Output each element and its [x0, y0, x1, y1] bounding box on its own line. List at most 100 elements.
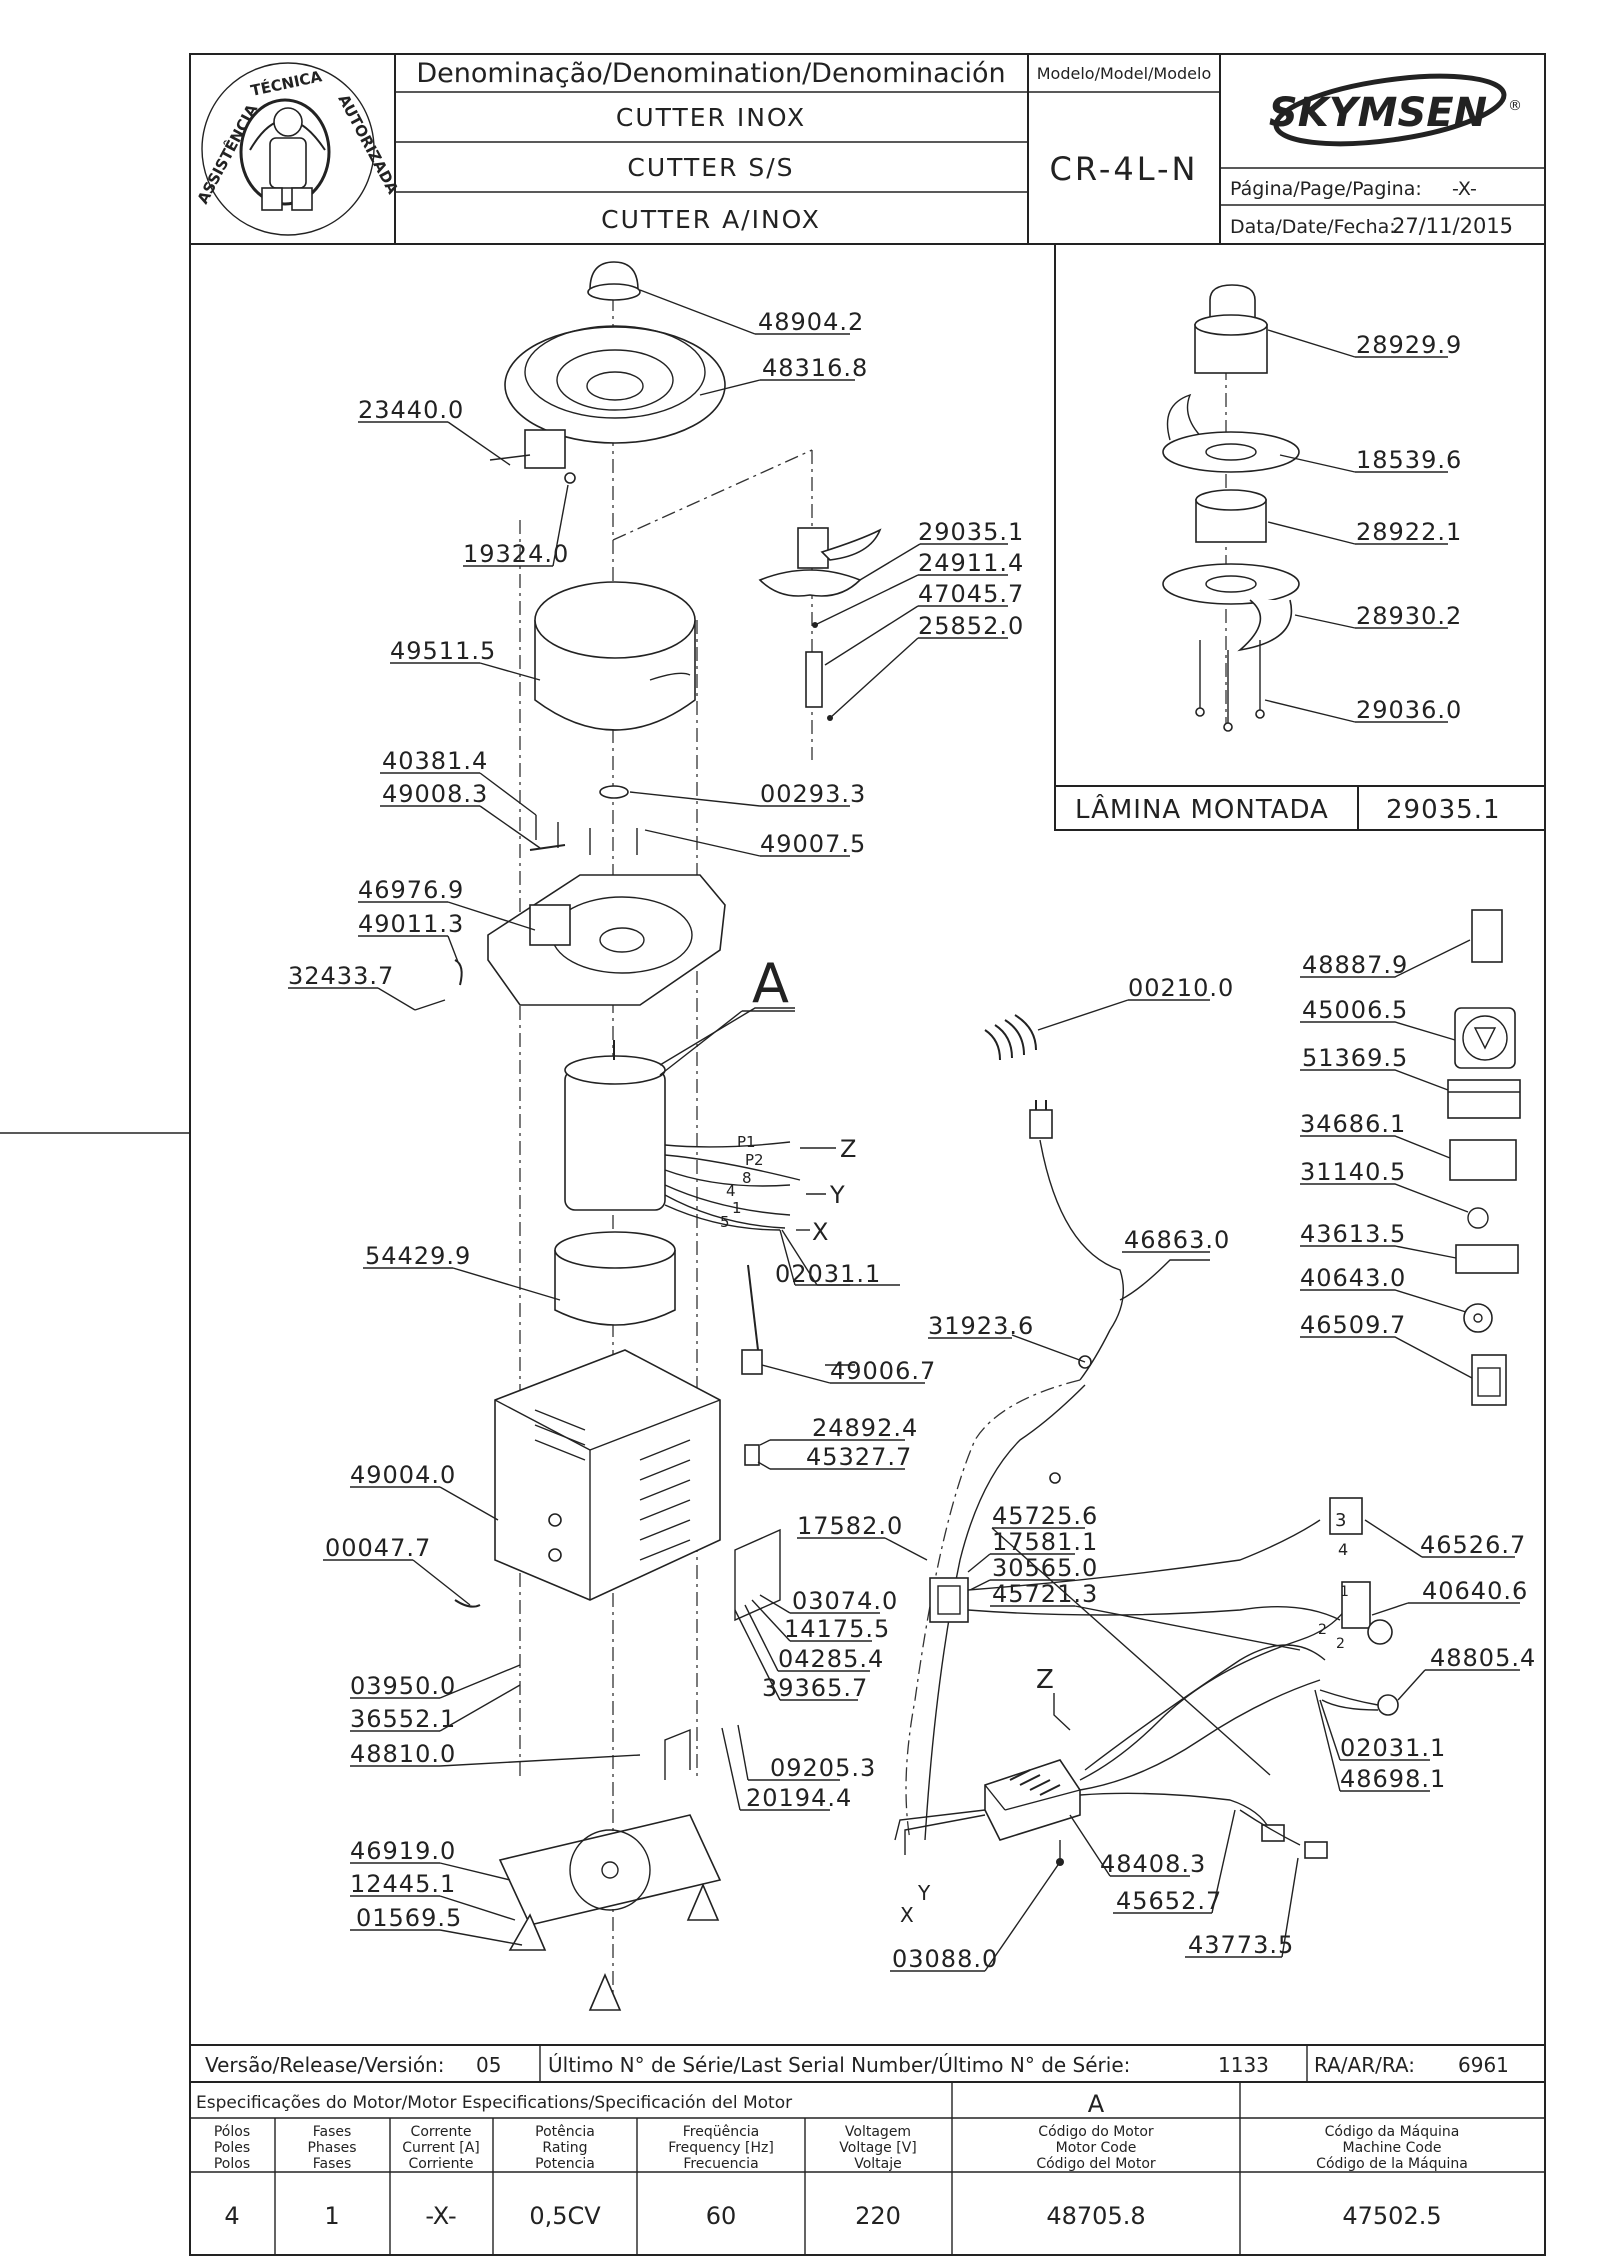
wire-group-Y: Y	[829, 1181, 845, 1209]
part-label: 03950.0	[350, 1672, 456, 1700]
denomination-title: Denominação/Denomination/Denominación	[416, 58, 1005, 89]
part-label: 49007.5	[760, 830, 866, 858]
part-label: 36552.1	[350, 1705, 456, 1733]
part-label: 19324.0	[463, 540, 569, 568]
part-label: 24911.4	[918, 549, 1024, 577]
ra-value: 6961	[1458, 2053, 1509, 2077]
motor-callout-A: A	[659, 952, 795, 1066]
part-label: 14175.5	[784, 1615, 890, 1643]
denomination-es: CUTTER A/INOX	[601, 205, 821, 234]
spec-value: 0,5CV	[529, 2202, 601, 2230]
spec-header: Frecuencia	[683, 2156, 758, 2172]
part-label: 49004.0	[350, 1461, 456, 1489]
part-label: 49511.5	[390, 637, 496, 665]
part-label: 24892.4	[812, 1414, 918, 1442]
part-label: 04285.4	[778, 1645, 884, 1673]
part-label: 49011.3	[358, 910, 464, 938]
spec-header: Voltaje	[854, 2156, 902, 2172]
electrical-section: Z Y X 3 4 1 2 2	[894, 999, 1399, 1927]
spec-header: Phases	[307, 2140, 356, 2156]
brand-logo: SKYMSEN ®	[1269, 73, 1522, 147]
part-label: 23440.0	[358, 396, 464, 424]
wire-group-X: X	[812, 1218, 828, 1246]
page-label: Página/Page/Pagina:	[1230, 178, 1422, 200]
spec-value: 60	[706, 2202, 737, 2230]
page-value: -X-	[1452, 178, 1477, 200]
part-label: 45652.7	[1116, 1887, 1222, 1915]
inset-part-label: 18539.6	[1356, 446, 1462, 474]
spec-value: 1	[324, 2202, 339, 2230]
serial-value: 1133	[1218, 2053, 1269, 2077]
spec-title: Especificações do Motor/Motor Especifica…	[196, 2093, 792, 2113]
assembly-code: 29035.1	[1386, 795, 1501, 825]
svg-text:8: 8	[742, 1169, 752, 1187]
box-mark-Y: Y	[917, 1881, 931, 1905]
motor-spec-table: PólosPolesPolos4FasesPhasesFases1Corrent…	[214, 2124, 1468, 2230]
box-mark-Z: Z	[1036, 1665, 1054, 1695]
spec-header: Voltage [V]	[839, 2140, 916, 2156]
part-label: 48408.3	[1100, 1850, 1206, 1878]
part-label: 48805.4	[1430, 1644, 1536, 1672]
part-label: 45721.3	[992, 1580, 1098, 1608]
part-label: 03088.0	[892, 1945, 998, 1973]
spec-value: 220	[855, 2202, 901, 2230]
part-label: 49006.7	[830, 1357, 936, 1385]
part-label: 45327.7	[806, 1443, 912, 1471]
label-part: 48887.9	[1302, 951, 1408, 979]
spec-value: 48705.8	[1046, 2202, 1145, 2230]
switch-mark-4: 4	[1338, 1540, 1348, 1559]
part-label: 45725.6	[992, 1502, 1098, 1530]
part-label: 54429.9	[365, 1242, 471, 1270]
ra-label: RA/AR/RA:	[1314, 2053, 1415, 2077]
spec-header: Código del Motor	[1036, 2156, 1156, 2172]
switch-mark-3: 3	[1335, 1510, 1346, 1531]
version-label: Versão/Release/Versión:	[205, 2053, 444, 2077]
part-label: 31923.6	[928, 1312, 1034, 1340]
spec-header: Rating	[542, 2140, 587, 2156]
label-part: 45006.5	[1302, 996, 1408, 1024]
part-label: 30565.0	[992, 1554, 1098, 1582]
inset-part-label: 29036.0	[1356, 696, 1462, 724]
part-label: 46919.0	[350, 1837, 456, 1865]
part-label: 48316.8	[762, 354, 868, 382]
part-label: 01569.5	[356, 1904, 462, 1932]
denomination-pt: CUTTER INOX	[616, 103, 806, 132]
part-label: 40640.6	[1422, 1577, 1528, 1605]
part-label: 49008.3	[382, 780, 488, 808]
spec-header: Corrente	[411, 2124, 472, 2140]
brand-name: SKYMSEN	[1269, 90, 1487, 136]
part-label: 20194.4	[746, 1784, 852, 1812]
seal-text-mid: TÉCNICA	[249, 66, 324, 100]
part-label: 00047.7	[325, 1534, 431, 1562]
part-label: 25852.0	[918, 612, 1024, 640]
spec-header: Fases	[313, 2124, 352, 2140]
spec-header: Potência	[535, 2124, 595, 2140]
part-label: 00210.0	[1128, 974, 1234, 1002]
sheet-border	[189, 53, 1546, 2256]
denomination-en: CUTTER S/S	[627, 153, 794, 182]
spec-value: 47502.5	[1342, 2202, 1441, 2230]
spec-header: Potencia	[535, 2156, 595, 2172]
part-label: 47045.7	[918, 580, 1024, 608]
inset-part-label: 28929.9	[1356, 331, 1462, 359]
part-label: 17581.1	[992, 1528, 1098, 1556]
inset-part-label: 28922.1	[1356, 518, 1462, 546]
spec-header: Pólos	[214, 2124, 250, 2140]
spec-header: Machine Code	[1343, 2140, 1442, 2156]
spec-header: Fases	[313, 2156, 352, 2172]
svg-text:5: 5	[720, 1213, 730, 1231]
spec-header: Polos	[214, 2156, 250, 2172]
date-label: Data/Date/Fecha:	[1230, 216, 1396, 238]
part-label: 46863.0	[1124, 1226, 1230, 1254]
leader-lines	[288, 289, 1008, 1946]
svg-text:1: 1	[732, 1199, 742, 1217]
title-block	[190, 54, 1545, 245]
part-label: 02031.1	[775, 1260, 881, 1288]
part-label: 00293.3	[760, 780, 866, 808]
part-label: 29035.1	[918, 518, 1024, 546]
part-labels: 48904.2 48316.8 23440.0 19324.0 29035.1 …	[288, 308, 1536, 1973]
spec-value: 4	[224, 2202, 239, 2230]
spec-header: Código do Motor	[1038, 2124, 1154, 2140]
version-value: 05	[476, 2053, 501, 2077]
